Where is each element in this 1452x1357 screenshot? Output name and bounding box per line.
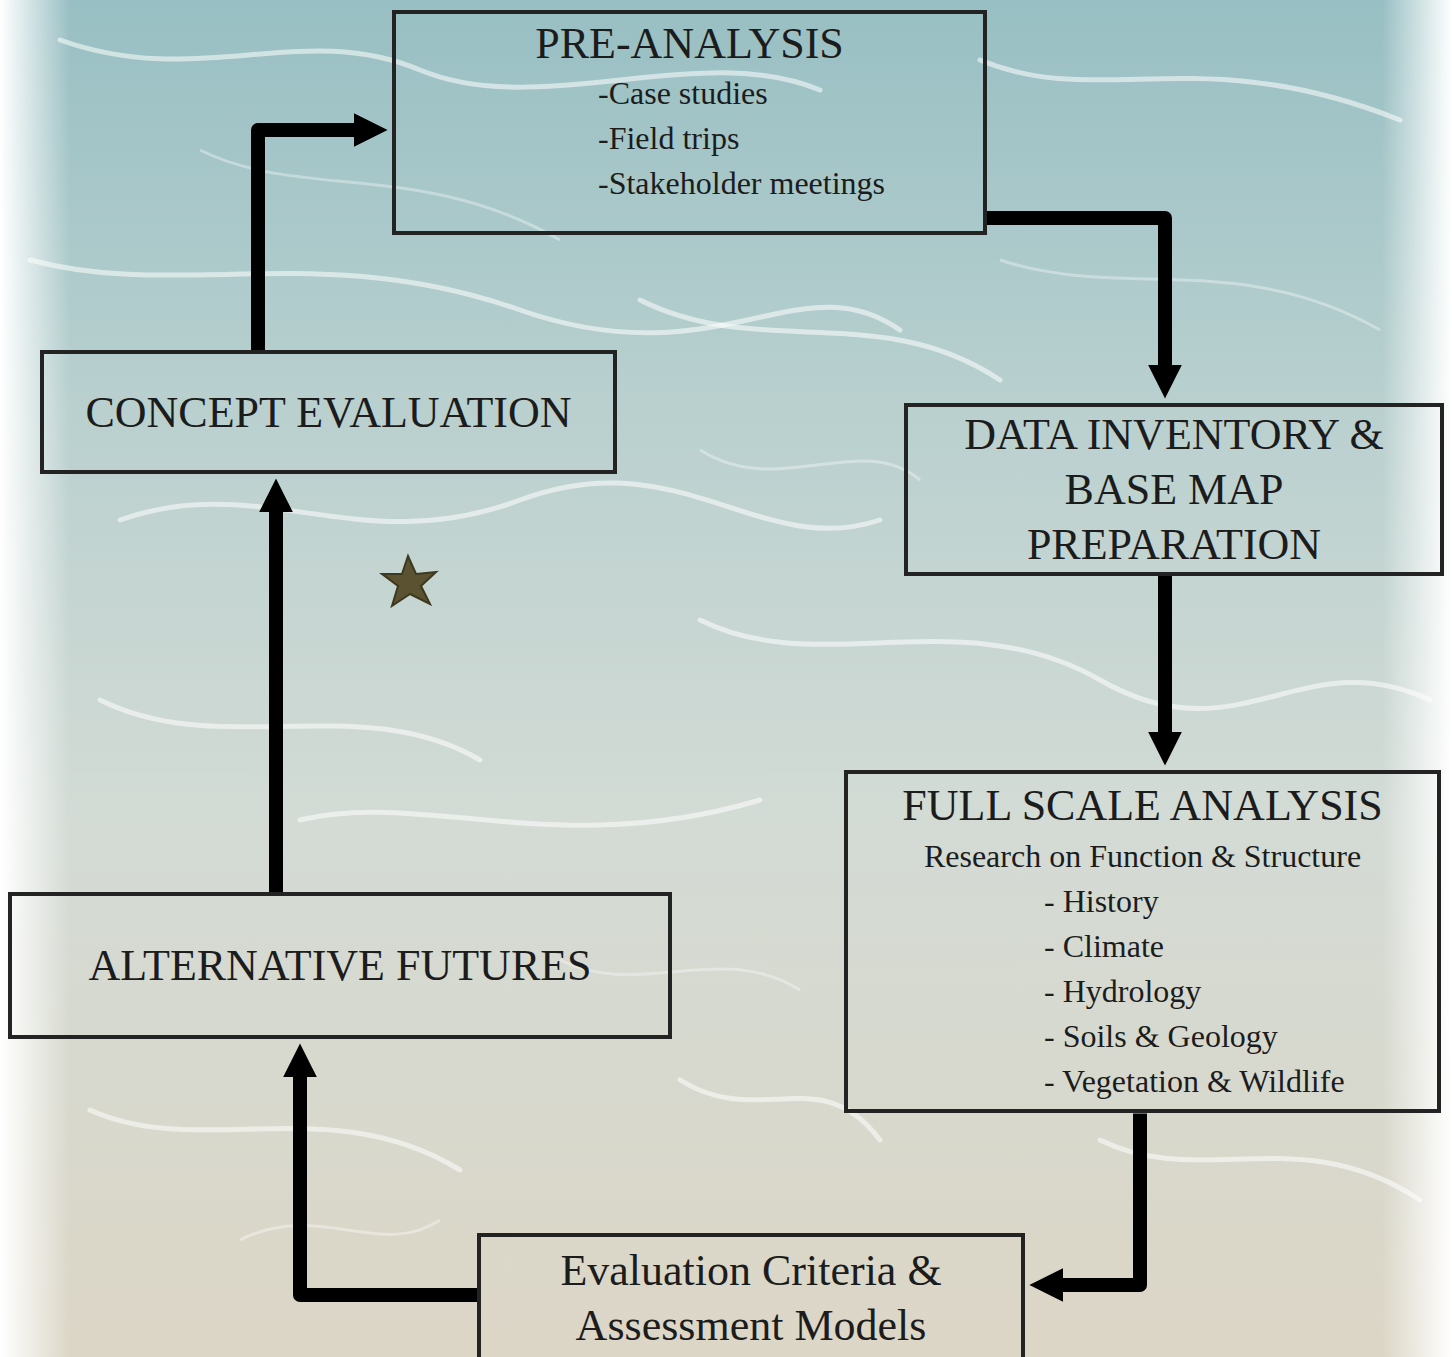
bullet-item: -Stakeholder meetings — [598, 161, 975, 206]
box-subheading: Research on Function & Structure — [854, 833, 1431, 879]
bullet-item: -Field trips — [598, 116, 975, 161]
box-heading: FULL SCALE ANALYSIS — [854, 778, 1431, 833]
process-box: DATA INVENTORY & BASE MAP PREPARATION — [904, 403, 1444, 576]
bullet-item: - Soils & Geology — [1044, 1014, 1431, 1059]
box-heading: ALTERNATIVE FUTURES — [22, 938, 658, 993]
bullet-item: - Vegetation & Wildlife — [1044, 1059, 1431, 1104]
box-heading: CONCEPT EVALUATION — [54, 385, 603, 440]
bullet-item: - Climate — [1044, 924, 1431, 969]
starfish — [382, 556, 436, 606]
process-box: Evaluation Criteria & Assessment Models — [477, 1233, 1025, 1357]
flow-arrow — [269, 512, 283, 892]
process-box: PRE-ANALYSIS-Case studies-Field trips-St… — [392, 10, 987, 235]
bullet-item: -Case studies — [598, 71, 975, 116]
flow-arrow — [1063, 1113, 1140, 1285]
flow-arrow — [1158, 576, 1172, 732]
process-box: ALTERNATIVE FUTURES — [8, 892, 672, 1039]
flow-arrow — [300, 1077, 477, 1295]
process-box: CONCEPT EVALUATION — [40, 350, 617, 474]
flow-arrow — [258, 130, 354, 350]
flow-arrow — [987, 218, 1165, 365]
process-box: FULL SCALE ANALYSISResearch on Function … — [844, 770, 1441, 1113]
bullet-item: - Hydrology — [1044, 969, 1431, 1014]
bullet-item: - History — [1044, 879, 1431, 924]
box-heading: DATA INVENTORY & BASE MAP PREPARATION — [918, 407, 1430, 572]
box-heading: PRE-ANALYSIS — [404, 16, 975, 71]
box-heading: Evaluation Criteria & Assessment Models — [491, 1243, 1011, 1353]
